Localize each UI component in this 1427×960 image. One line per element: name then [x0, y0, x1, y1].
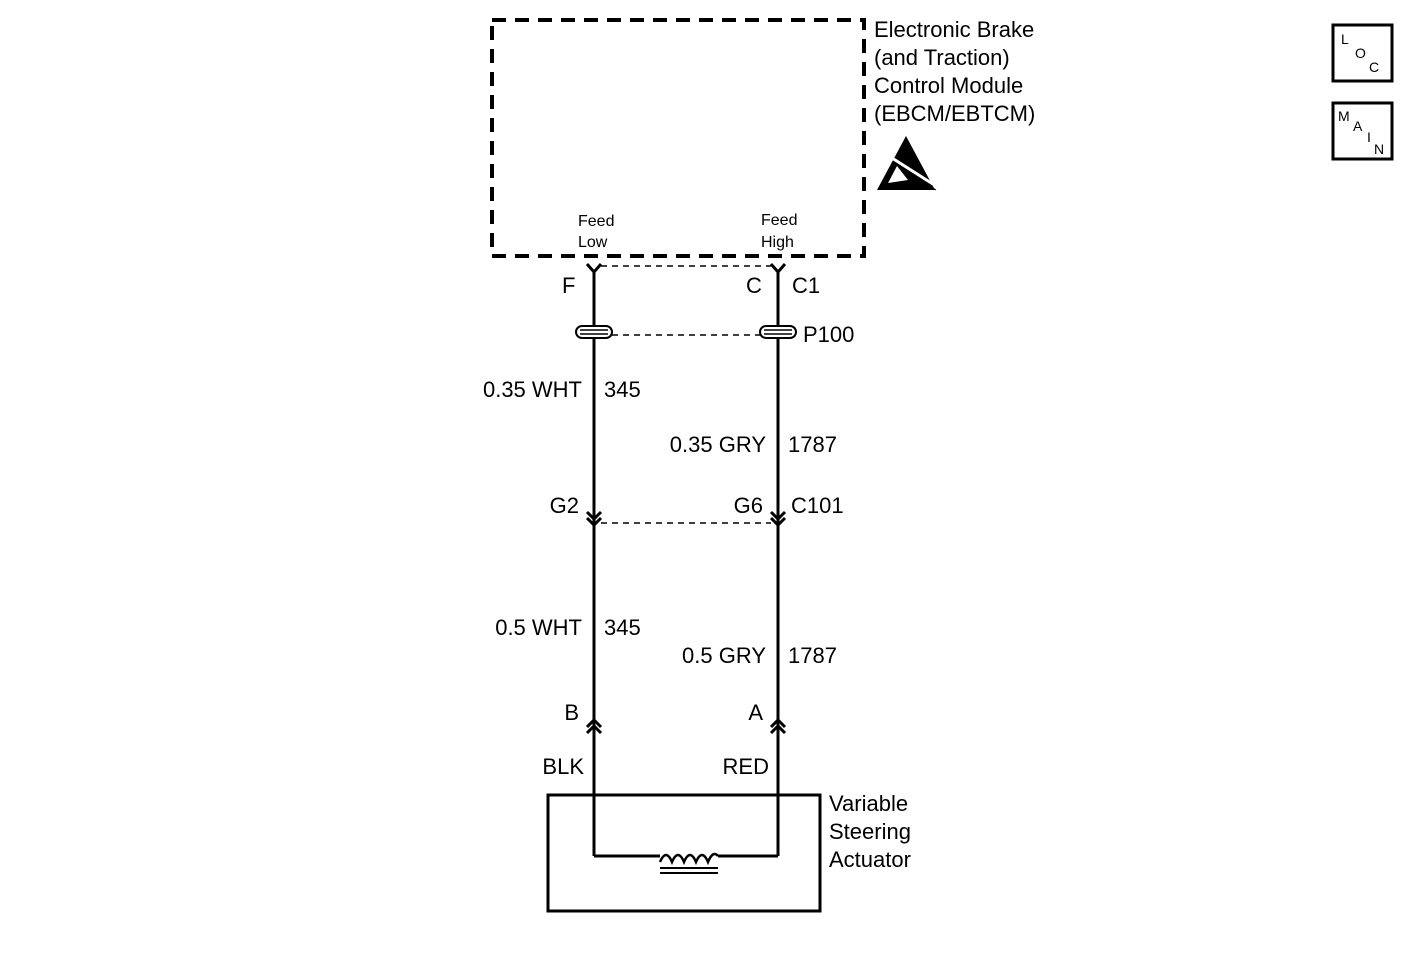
- actuator-title: Variable Steering Actuator: [829, 791, 911, 872]
- lead-color-blk: BLK: [542, 754, 584, 779]
- pin-name-feed-low-1: Feed: [578, 213, 614, 230]
- c1-connector-symbol: [585, 263, 787, 275]
- pin-name-feed-high-1: Feed: [761, 212, 797, 229]
- upper-wire-1787-gauge: 0.35 GRY: [670, 432, 767, 457]
- ebcm-title-line-1: Electronic Brake: [874, 17, 1034, 42]
- loc-letter-o: O: [1355, 45, 1366, 61]
- main-letter-n: N: [1374, 141, 1384, 157]
- ebcm-title-line-3: Control Module: [874, 73, 1023, 98]
- upper-wire-1787-circuit: 1787: [788, 432, 837, 457]
- p100-grommet-symbol: [575, 325, 797, 339]
- ebcm-title-line-4: (EBCM/EBTCM): [874, 101, 1035, 126]
- lead-color-red: RED: [723, 754, 769, 779]
- connector-label-c1: C1: [792, 273, 820, 298]
- lower-wire-1787-circuit: 1787: [788, 643, 837, 668]
- main-letter-i: I: [1367, 129, 1371, 145]
- lower-wire-345-circuit: 345: [604, 615, 641, 640]
- pin-label-f: F: [562, 273, 575, 298]
- c101-connector-symbol: [585, 510, 787, 528]
- pin-label-c: C: [746, 273, 762, 298]
- ebcm-title: Electronic Brake (and Traction) Control …: [874, 17, 1035, 126]
- pin-name-feed-high-2: High: [761, 234, 794, 251]
- connector-label-c101: C101: [791, 493, 844, 518]
- loc-badge[interactable]: L O C: [1331, 23, 1394, 83]
- ebcm-title-line-2: (and Traction): [874, 45, 1010, 70]
- esd-warning-icon: [877, 136, 937, 191]
- main-badge[interactable]: M A I N: [1331, 101, 1394, 161]
- splice-label-p100: P100: [803, 322, 854, 347]
- actuator-box: [546, 793, 822, 913]
- solenoid-coil-icon: [658, 852, 719, 874]
- actuator-title-line-1: Variable: [829, 791, 908, 816]
- loc-letter-l: L: [1341, 31, 1349, 47]
- actuator-connector-symbol: [585, 717, 787, 735]
- main-letter-a: A: [1353, 118, 1363, 134]
- actuator-title-line-2: Steering: [829, 819, 911, 844]
- pin-name-feed-low-2: Low: [578, 234, 608, 251]
- actuator-title-line-3: Actuator: [829, 847, 911, 872]
- pin-label-g6: G6: [734, 493, 763, 518]
- lower-wire-1787-gauge: 0.5 GRY: [682, 643, 766, 668]
- main-letter-m: M: [1338, 108, 1350, 124]
- upper-wire-345-circuit: 345: [604, 377, 641, 402]
- pin-label-b: B: [564, 700, 579, 725]
- pin-label-a: A: [748, 700, 763, 725]
- lower-wire-345-gauge: 0.5 WHT: [495, 615, 582, 640]
- upper-wire-345-gauge: 0.35 WHT: [483, 377, 582, 402]
- ebcm-module-box: [490, 18, 866, 258]
- loc-letter-c: C: [1369, 59, 1379, 75]
- pin-label-g2: G2: [550, 493, 579, 518]
